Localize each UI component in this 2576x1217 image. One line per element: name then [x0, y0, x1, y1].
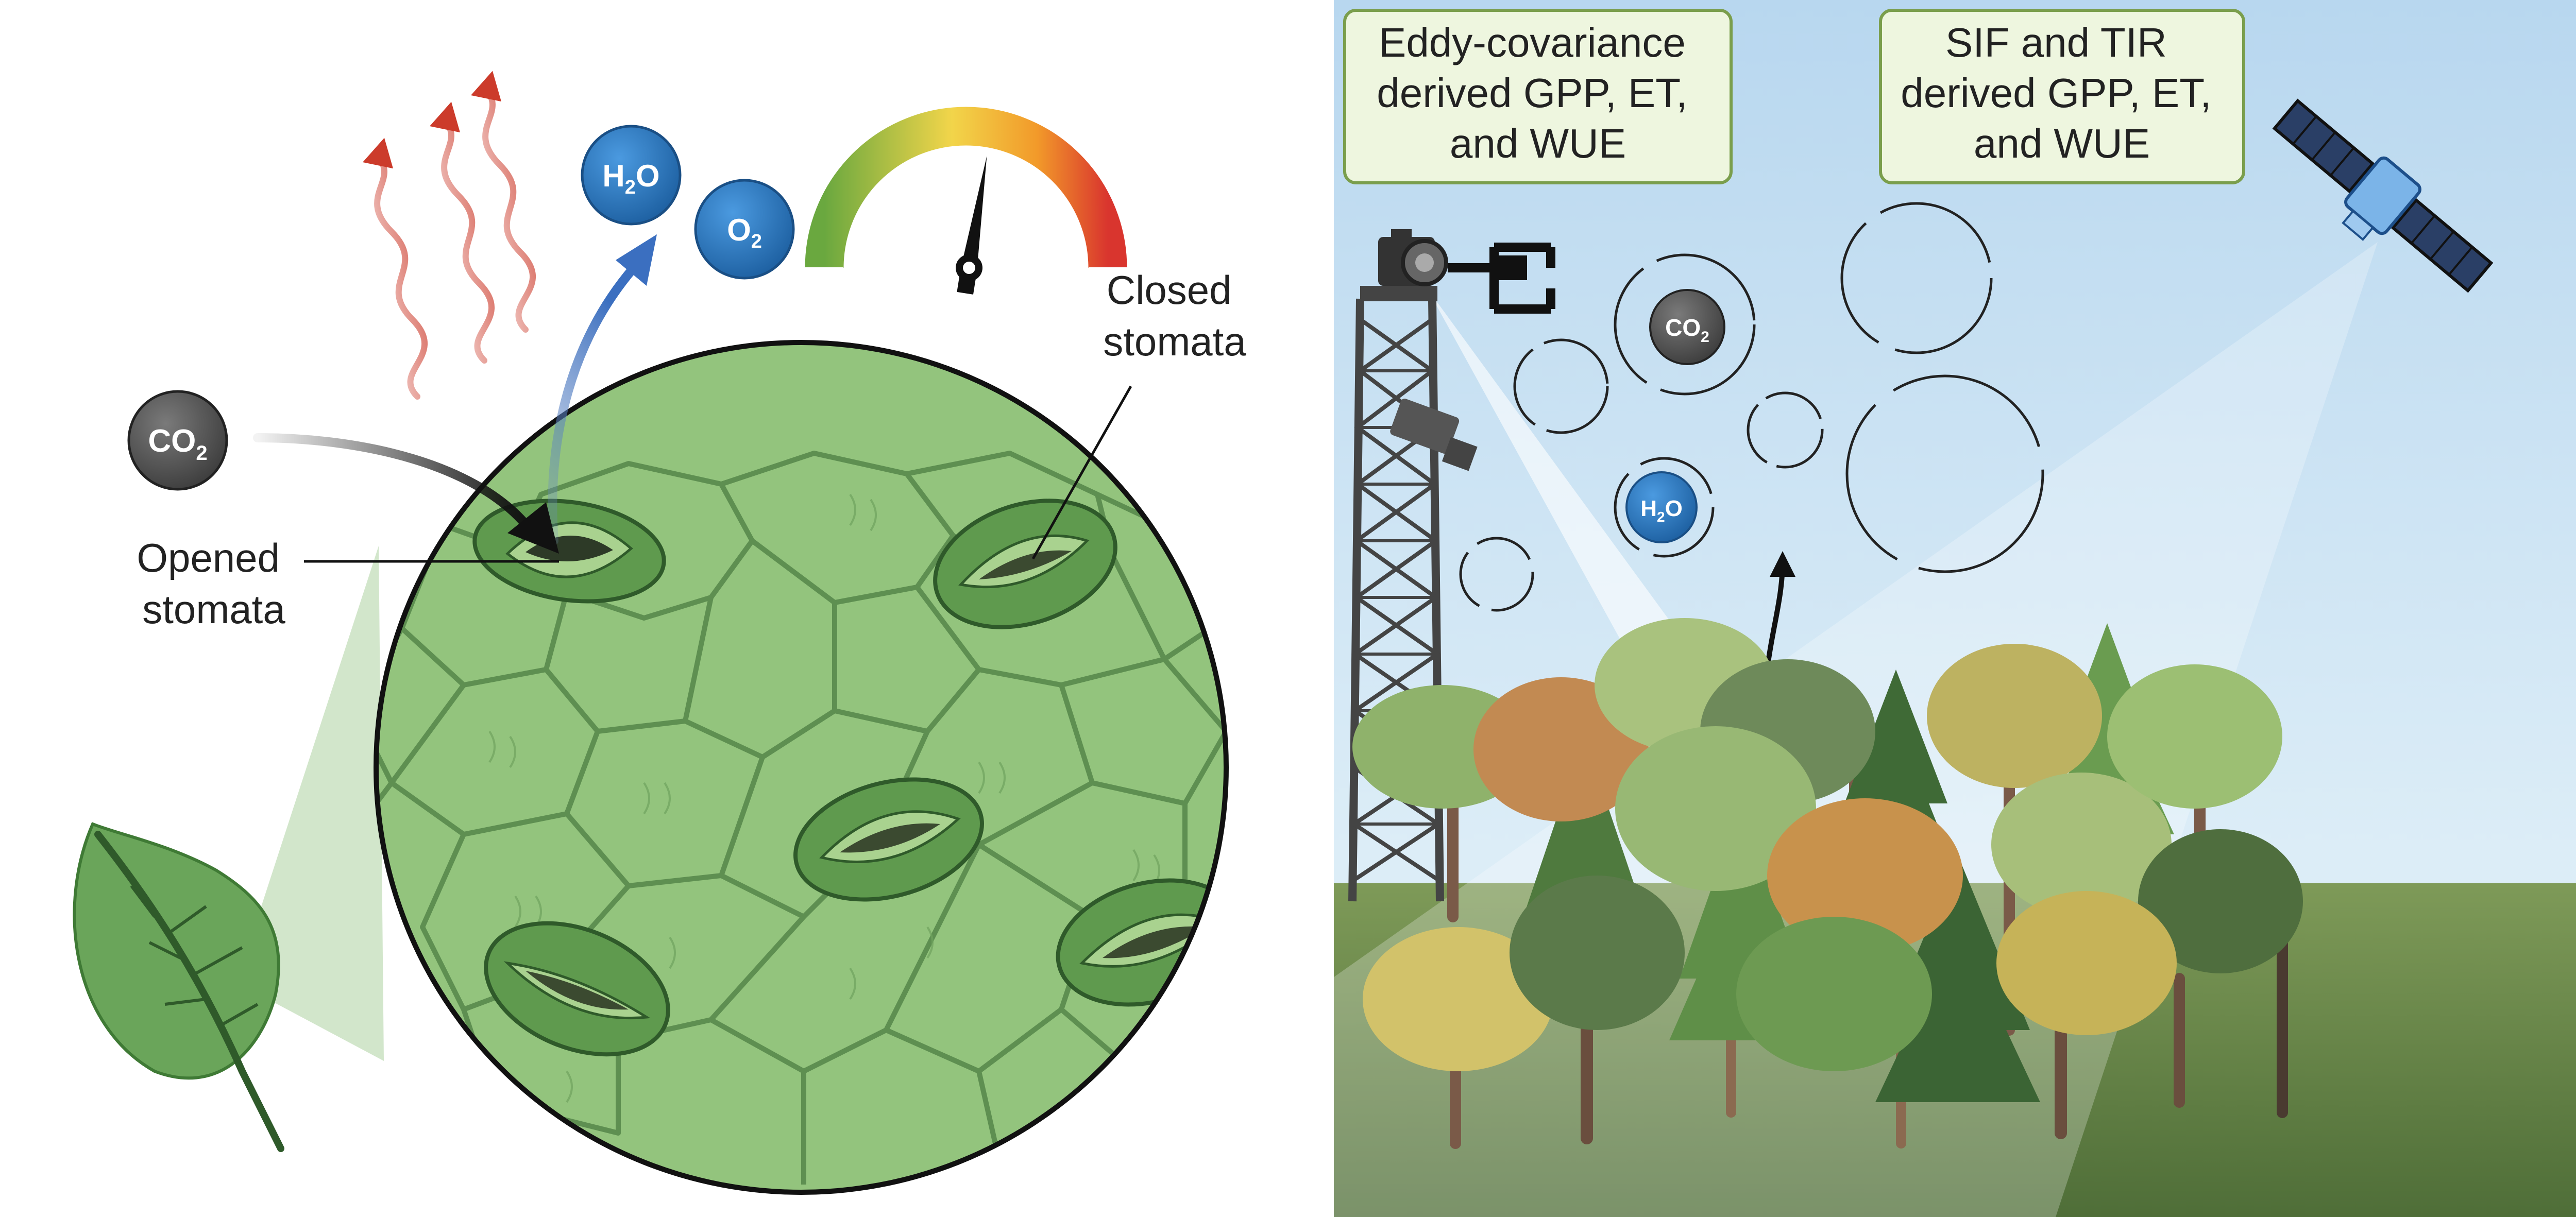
co2-uptake-arrow	[253, 433, 535, 535]
tower-camera-icon	[1378, 229, 1448, 286]
heat-waves-icon	[373, 84, 536, 400]
co2-molecule-icon: CO2	[1649, 289, 1725, 365]
closed-stomata-leader	[1031, 385, 1132, 560]
stoma-closed	[484, 921, 670, 1057]
h2o-molecule-icon: H2O	[581, 125, 682, 226]
sif-tir-box: SIF and TIR derived GPP, ET, and WUE	[1879, 9, 2245, 184]
svg-text:CO2: CO2	[148, 423, 207, 465]
forest-canopy	[1352, 618, 2303, 1149]
leaf-icon	[73, 822, 284, 1152]
stoma-closed	[793, 777, 984, 902]
svg-text:O2: O2	[727, 213, 762, 252]
svg-text:SIF and TIR derived GP: SIF and TIR derived GPP, ET, and WUE	[1901, 20, 2223, 166]
heat-arrowheads	[363, 71, 501, 169]
epidermis-magnified-view	[374, 340, 1229, 1195]
right-panel: Eddy-covariance derived GPP, ET, and WUE…	[1332, 0, 2576, 1217]
closed-stomata-label: Closed stomata	[1103, 267, 1246, 364]
h2o-molecule-icon: H2O	[1625, 471, 1698, 543]
opened-stomata-label: Opened stomata	[137, 535, 291, 632]
satellite-icon	[2272, 98, 2494, 293]
transpiration-arrow	[548, 263, 638, 545]
turbulent-eddies	[1459, 202, 2044, 612]
tower-secondary-camera-icon	[1390, 399, 1478, 471]
eddy-covariance-box: Eddy-covariance derived GPP, ET, and WUE	[1343, 9, 1733, 184]
panel-divider	[1332, 0, 1334, 1217]
gauge-needle	[956, 156, 987, 295]
stoma-closed	[933, 499, 1117, 629]
o2-molecule-icon: O2	[694, 179, 795, 280]
stomatal-conductance-gauge	[805, 107, 1127, 295]
svg-text:H2O: H2O	[1640, 496, 1683, 525]
svg-text:H2O: H2O	[602, 159, 659, 198]
co2-molecule-icon: CO2	[127, 390, 228, 491]
left-panel: CO2 H2O O2	[73, 71, 1246, 1195]
svg-text:Eddy-covariance derive: Eddy-covariance derived GPP, ET, and WUE	[1377, 20, 1699, 166]
anemometer-icon	[1448, 243, 1555, 314]
svg-text:CO2: CO2	[1665, 314, 1709, 346]
canopy-flux-arrow-up	[1765, 551, 1795, 670]
camera-beam	[1427, 288, 1705, 700]
